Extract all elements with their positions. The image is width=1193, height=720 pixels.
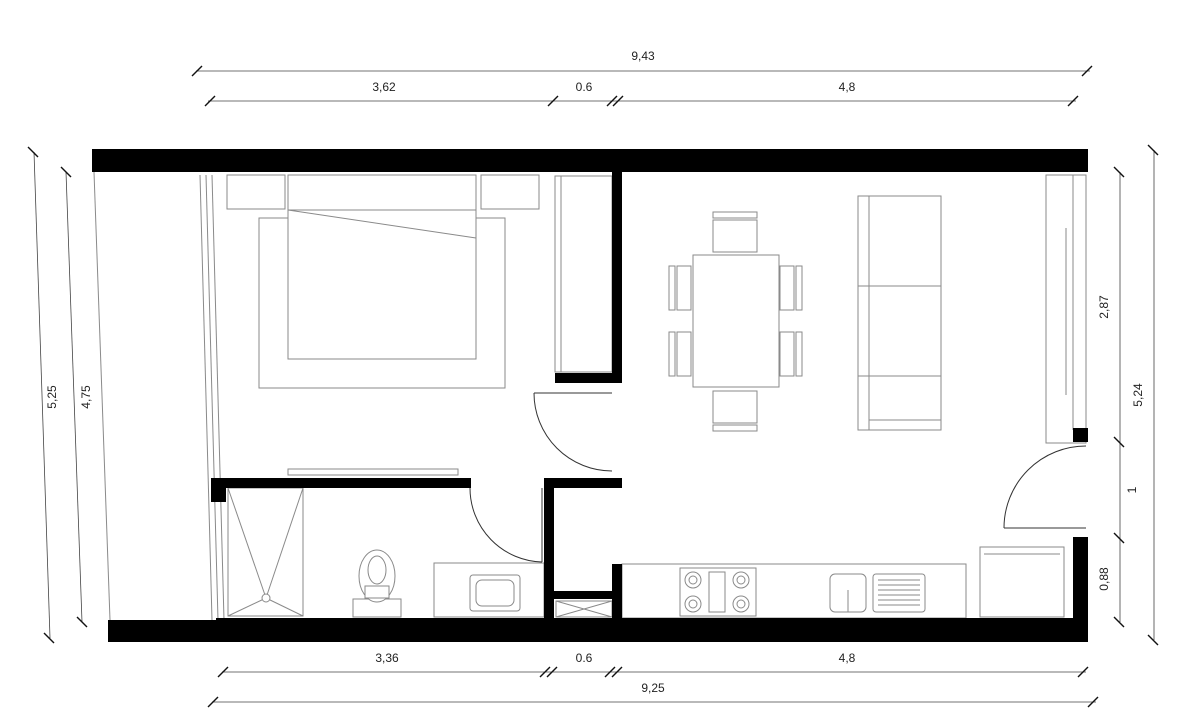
wall-bathroom-top — [211, 478, 471, 488]
wall-wardrobe-base — [555, 373, 622, 383]
dimension-right-overall: 5,24 — [1131, 144, 1159, 646]
wall-bottom — [216, 618, 1088, 642]
bedroom-door — [533, 392, 613, 472]
dimension-label: 9,25 — [641, 681, 665, 695]
tv-unit — [1045, 174, 1087, 444]
dimension-left-inner: 4,75 — [60, 166, 93, 628]
left-window — [93, 171, 225, 621]
dining-table — [668, 211, 803, 432]
shower — [227, 487, 304, 617]
dimension-label: 4,8 — [839, 651, 856, 665]
dimension-right-segments: 2,87 1 0,88 — [1097, 166, 1139, 628]
wall-closet-left — [544, 478, 554, 620]
dimension-label: 0.6 — [576, 651, 593, 665]
dimension-label: 5,25 — [45, 385, 59, 409]
dimension-label: 3,62 — [372, 80, 396, 94]
wardrobe — [554, 175, 613, 373]
dimension-top-segments: 3,62 0.6 4,8 — [204, 80, 1079, 107]
wall-closet-shelf — [554, 591, 612, 599]
dimension-bottom-segments: 3,36 0.6 4,8 — [217, 651, 1089, 678]
dimension-top-overall: 9,43 — [191, 49, 1093, 77]
dimension-label: 0.6 — [576, 80, 593, 94]
bathroom-door — [469, 487, 543, 563]
wall-right-pillar — [1073, 428, 1088, 442]
wall-partition-upper — [612, 172, 622, 383]
dimension-label: 5,24 — [1131, 383, 1145, 407]
entrance-door — [1003, 445, 1087, 529]
wall-bottom-left — [108, 620, 216, 642]
bathroom-shelf — [287, 468, 459, 476]
cooktop — [679, 567, 757, 617]
wall-top — [92, 149, 1088, 172]
fridge — [979, 546, 1065, 618]
wall-right-lower — [1073, 537, 1088, 620]
utility-niche — [555, 600, 613, 618]
dimension-label: 0,88 — [1097, 567, 1111, 591]
dimension-label: 4,8 — [839, 80, 856, 94]
dimension-label: 4,75 — [79, 385, 93, 409]
wall-bathroom-jamb — [211, 478, 226, 502]
toilet — [352, 549, 402, 618]
dimension-left-outer: 5,25 — [27, 146, 59, 644]
wall-closet-top — [544, 478, 622, 488]
dimension-label: 1 — [1125, 486, 1139, 493]
dimension-label: 9,43 — [631, 49, 655, 63]
dimension-label: 2,87 — [1097, 295, 1111, 319]
walls — [92, 149, 1088, 642]
sofa — [857, 195, 942, 431]
dimension-bottom-overall: 9,25 — [207, 681, 1099, 708]
dimension-label: 3,36 — [375, 651, 399, 665]
wall-closet-right — [612, 564, 622, 620]
kitchen-sink — [829, 573, 926, 613]
double-bed — [226, 174, 540, 389]
bathroom-vanity — [433, 562, 545, 618]
